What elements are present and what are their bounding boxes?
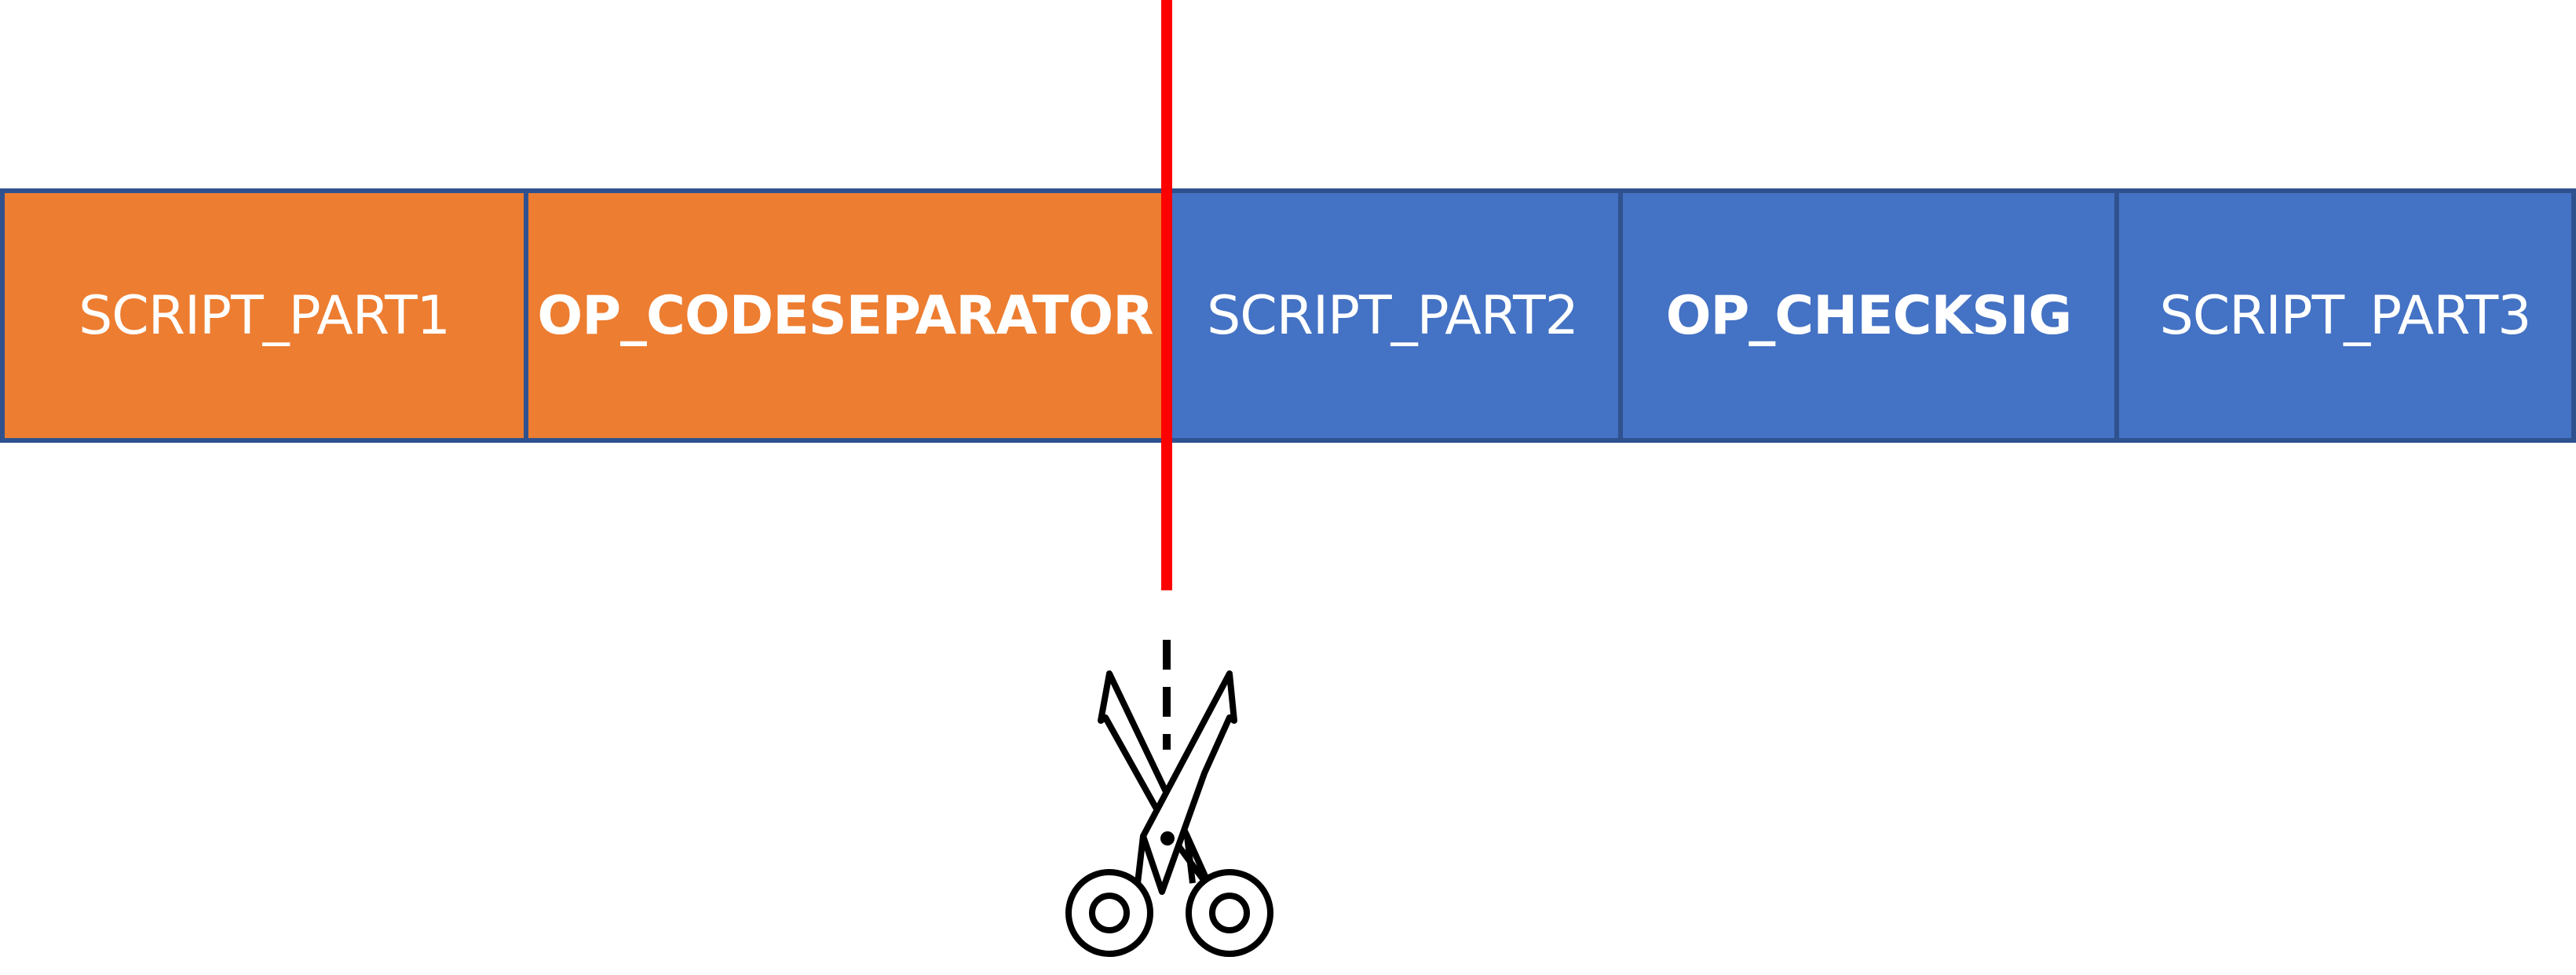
cut-line <box>1161 0 1172 590</box>
segment-script-part3: SCRIPT_PART3 <box>2119 193 2571 438</box>
segment-op-codeseparator: OP_CODESEPARATOR <box>528 193 1167 438</box>
segment-script-part1: SCRIPT_PART1 <box>5 193 528 438</box>
segment-label: SCRIPT_PART1 <box>79 284 451 347</box>
segment-label: SCRIPT_PART2 <box>1207 284 1579 347</box>
right-shank <box>1184 835 1196 884</box>
segment-label: SCRIPT_PART3 <box>2159 284 2532 347</box>
right-handle-hole <box>1209 893 1250 933</box>
segment-label: OP_CODESEPARATOR <box>537 284 1153 347</box>
scissors-icon <box>1065 640 1273 957</box>
segment-label: OP_CHECKSIG <box>1665 284 2073 347</box>
segment-op-checksig: OP_CHECKSIG <box>1623 193 2119 438</box>
left-handle-hole <box>1089 893 1130 933</box>
segment-script-part2: SCRIPT_PART2 <box>1167 193 1623 438</box>
script-segment-row: SCRIPT_PART1 OP_CODESEPARATOR SCRIPT_PAR… <box>0 188 2576 443</box>
left-shank <box>1135 835 1146 884</box>
pivot-screw <box>1160 831 1175 845</box>
